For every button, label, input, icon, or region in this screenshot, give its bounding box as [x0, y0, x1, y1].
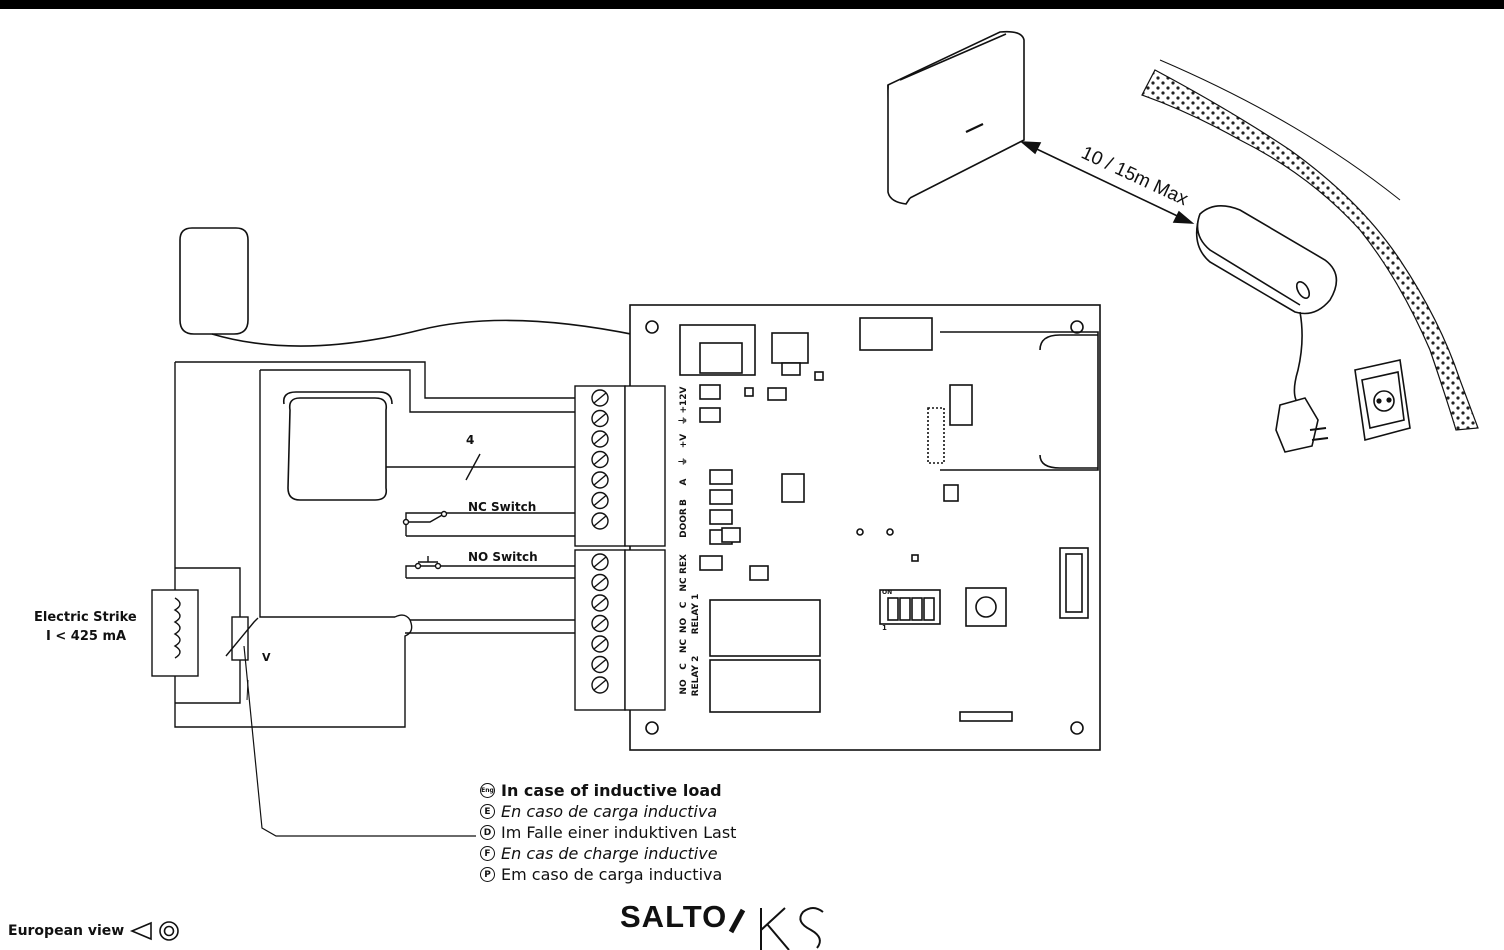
dip-one-label: 1 [882, 624, 887, 632]
terminal-slot [593, 515, 607, 527]
terminal-slot [593, 392, 607, 404]
bottom-terminal-label: C [679, 601, 689, 608]
terminal-slot [593, 433, 607, 445]
logo-ks-mark [729, 907, 824, 950]
terminal-slot [593, 453, 607, 466]
top-terminal-label: ⏚ [678, 416, 689, 425]
note-text: In case of inductive load [501, 781, 722, 800]
terminal-slot [593, 658, 607, 671]
terminal-slot [593, 679, 607, 691]
controller-board [629, 304, 1101, 751]
logo-salto: SALTO [620, 899, 728, 934]
note-row: F En cas de charge inductive [480, 843, 736, 864]
note-text: Im Falle einer induktiven Last [501, 823, 737, 842]
top-terminal-label: A [679, 478, 689, 485]
electric-strike-symbol [151, 589, 259, 677]
power-adapter [1195, 205, 1338, 453]
varistor-label: V [262, 651, 271, 664]
note-leader [243, 645, 476, 837]
language-badge-icon: F [480, 846, 495, 861]
note-text: Em caso de carga inductiva [501, 865, 723, 884]
bus-wire-count: 4 [466, 433, 474, 447]
top-terminal-label: +V [679, 434, 689, 449]
antenna-reader [179, 227, 681, 347]
bottom-terminal-label: NO [679, 679, 689, 695]
european-view-legend: European view [8, 919, 185, 943]
reader-box [282, 391, 393, 501]
terminal-slot [593, 576, 607, 589]
top-terminal-label: DOOR [679, 508, 689, 538]
note-row: P Em caso de carga inductiva [480, 864, 736, 885]
note-row: D Im Falle einer induktiven Last [480, 822, 736, 843]
relay-label: RELAY 2 [691, 656, 701, 697]
note-row: E En caso de carga inductiva [480, 801, 736, 822]
european-view-label: European view [8, 923, 125, 939]
terminal-slot [593, 597, 607, 609]
terminal-block-bottom [574, 549, 666, 711]
note-text: En cas de charge inductive [501, 844, 718, 863]
top-terminal-label: ⏚ [678, 457, 689, 466]
top-rule [0, 0, 1504, 9]
note-row: Eng In case of inductive load [480, 780, 736, 801]
terminal-slot [593, 474, 607, 486]
cable-tape [1141, 59, 1479, 431]
bottom-terminal-label: REX [679, 554, 689, 574]
relay-label: RELAY 1 [691, 594, 701, 635]
top-terminal-label: B [679, 499, 689, 506]
nc-switch-label: NC Switch [468, 500, 536, 514]
bottom-terminal-label: NC [679, 577, 689, 592]
bottom-terminal-label: C [679, 663, 689, 670]
wall-outlet [1354, 359, 1411, 442]
language-badge-icon: Eng [480, 783, 495, 798]
bottom-terminal-label: NO [679, 618, 689, 634]
top-terminal-label: +12V [679, 386, 689, 413]
strike-current: I < 425 mA [46, 629, 126, 644]
language-badge-icon: D [480, 825, 495, 840]
terminal-slot [593, 412, 607, 425]
distance-arrow [1019, 141, 1195, 224]
wall-reader-unit [887, 30, 1025, 205]
strike-title: Electric Strike [34, 610, 137, 625]
dip-on-label: ON [882, 589, 892, 596]
no-switch-label: NO Switch [468, 550, 538, 564]
field-wiring [174, 361, 575, 728]
terminal-slot [593, 617, 607, 630]
nc-switch-symbol [402, 510, 448, 526]
terminal-slot [593, 556, 607, 568]
bottom-terminal-label: NC [679, 639, 689, 654]
no-switch-symbol [414, 562, 442, 570]
language-badge-icon: E [480, 804, 495, 819]
salto-ks-logo: SALTO [620, 880, 837, 950]
projection-symbol-icon [130, 921, 180, 941]
terminal-block-top [574, 385, 666, 547]
terminal-slot [593, 638, 607, 650]
note-text: En caso de carga inductiva [501, 802, 718, 821]
language-badge-icon: P [480, 867, 495, 882]
terminal-slot [593, 494, 607, 507]
